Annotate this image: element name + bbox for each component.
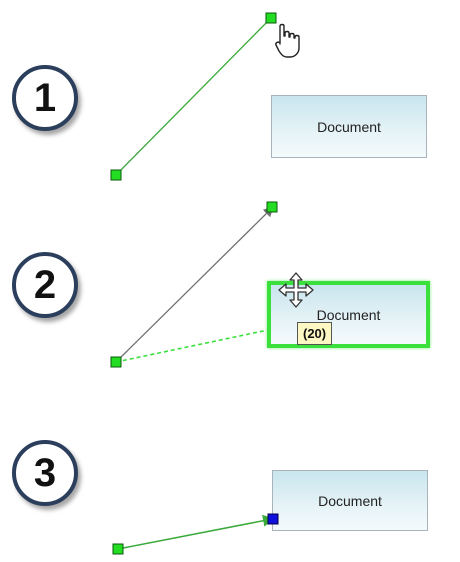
document-shape-step-2[interactable]: Document	[267, 281, 430, 348]
connector-line-step-2[interactable]	[115, 206, 274, 363]
step-3-number: 3	[33, 450, 57, 495]
source-handle-step-2[interactable]	[110, 356, 122, 368]
document-label: Document	[316, 306, 381, 323]
document-shape-step-1[interactable]: Document	[271, 95, 427, 158]
connector-line-step-1[interactable]	[115, 17, 272, 176]
target-handle-step-1[interactable]	[265, 12, 277, 24]
document-shape-step-3[interactable]: Document	[272, 470, 428, 531]
step-2-number: 2	[33, 262, 57, 307]
step-2-badge: 2	[12, 252, 78, 318]
step-1-badge: 1	[12, 65, 78, 131]
connector-line-step-3[interactable]	[117, 514, 275, 550]
document-label: Document	[317, 118, 381, 135]
hand-pointer-icon	[275, 23, 300, 58]
preview-line-step-2	[115, 329, 269, 363]
distance-tooltip: (20)	[297, 322, 333, 345]
step-3-badge: 3	[12, 440, 78, 506]
document-label: Document	[318, 492, 382, 509]
step-1-number: 1	[33, 75, 57, 120]
source-handle-step-3[interactable]	[112, 543, 124, 555]
target-handle-step-2[interactable]	[266, 201, 278, 213]
tooltip-text: (20)	[303, 326, 327, 341]
source-handle-step-1[interactable]	[110, 169, 122, 181]
